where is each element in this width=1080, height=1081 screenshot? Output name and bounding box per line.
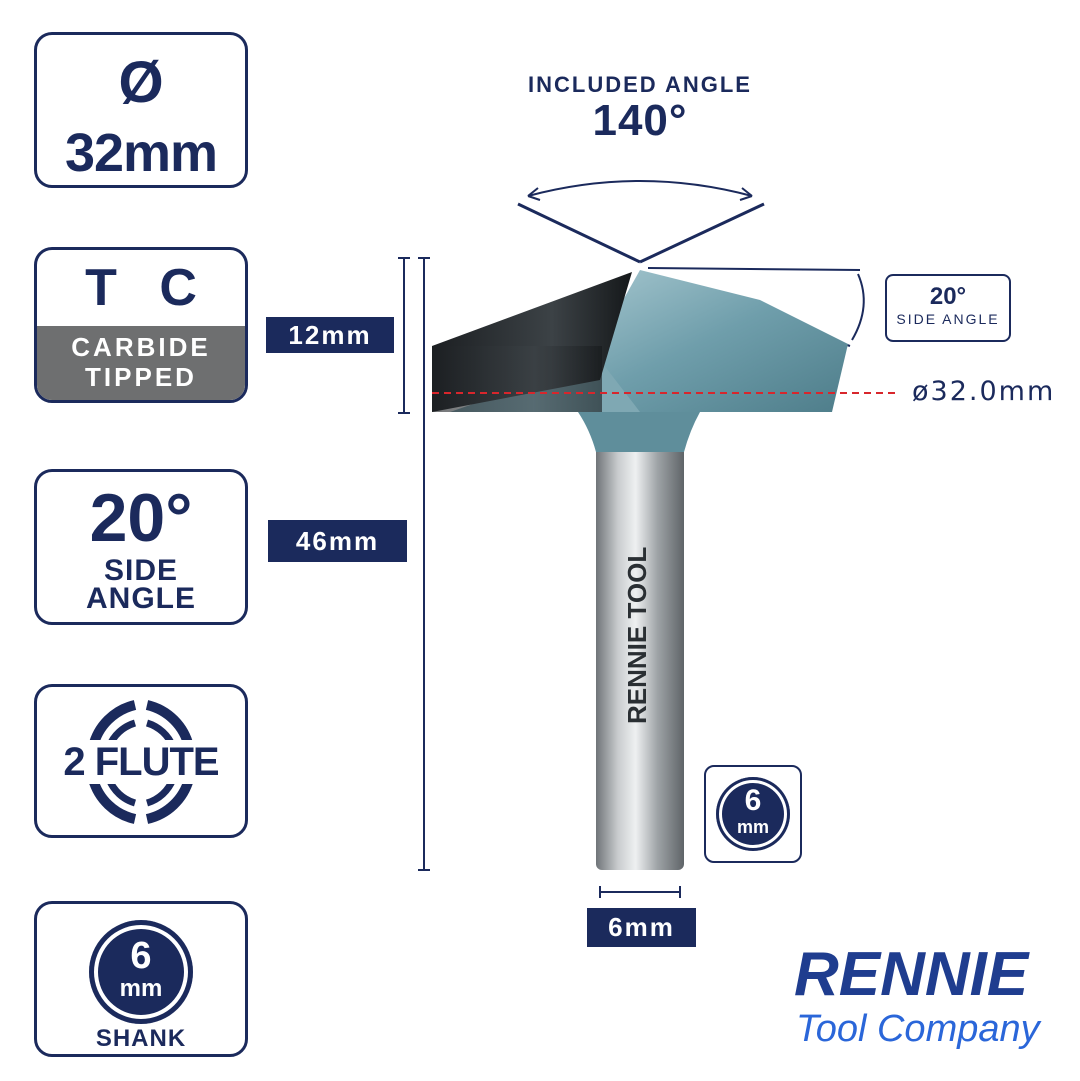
angle-label: ANGLE <box>86 582 196 615</box>
cutting-height-label: 12mm <box>266 317 394 353</box>
shank-badge-circle: 6 mm <box>716 777 790 851</box>
shank-card: 6 mm SHANK <box>34 901 248 1057</box>
shank-unit: mm <box>119 975 163 1002</box>
diameter-icon: Ø <box>118 50 164 115</box>
side-label: SIDE <box>103 554 179 587</box>
side-angle-card: 20° SIDE ANGLE <box>34 469 248 625</box>
included-angle-label: INCLUDED ANGLE <box>528 72 752 97</box>
shank-width-label: 6mm <box>587 908 696 947</box>
shank-label: SHANK <box>95 1025 187 1052</box>
neck <box>578 412 700 452</box>
carbide-flat <box>432 346 602 412</box>
side-angle-value: 20° <box>89 480 193 556</box>
brand-logo-subtitle: Tool Company <box>796 1008 1040 1050</box>
brand-logo-name: RENNIE <box>794 940 1029 1009</box>
side-angle-callout-label: SIDE ANGLE <box>896 311 1000 327</box>
shank-circle-icon: 6 mm <box>89 920 193 1024</box>
tct-card: T C T CARBIDE TIPPED <box>34 247 248 403</box>
carbide-tipped-band: CARBIDE TIPPED <box>37 326 245 400</box>
included-angle-value: 140° <box>592 96 688 145</box>
shank-etch: RENNIE TOOL <box>622 547 652 724</box>
shank-body <box>596 438 684 870</box>
shank-badge-unit: mm <box>736 817 769 837</box>
cutter-body <box>560 270 848 412</box>
shank-number: 6 <box>130 935 152 977</box>
side-angle-callout-value: 20° <box>929 283 967 310</box>
flute-card: 2 FLUTE <box>34 684 248 838</box>
flute-label: 2 FLUTE <box>61 740 221 784</box>
included-angle-lines <box>517 180 765 264</box>
tipped-label: TIPPED <box>85 362 197 392</box>
height-dimension-lines <box>398 257 681 898</box>
shank-badge: 6 mm <box>704 765 802 863</box>
shank-badge-number: 6 <box>744 784 762 817</box>
overall-length-label: 46mm <box>268 520 407 562</box>
diameter-value: 32mm <box>64 123 218 183</box>
carbide-label: CARBIDE <box>71 332 211 362</box>
diameter-marker-label: ø32.0mm <box>912 376 1056 407</box>
side-angle-callout: 20° SIDE ANGLE <box>885 274 1011 342</box>
diameter-card: Ø 32mm <box>34 32 248 188</box>
